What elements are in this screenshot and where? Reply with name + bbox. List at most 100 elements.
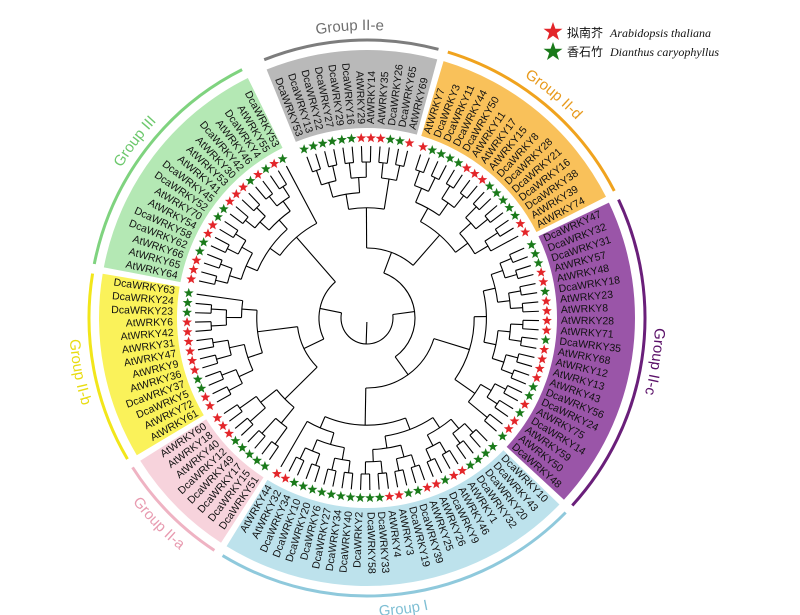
branch xyxy=(254,435,266,449)
green-star-icon xyxy=(487,441,498,451)
branch xyxy=(311,463,320,468)
branch xyxy=(494,228,501,237)
branch xyxy=(484,240,492,252)
green-star-icon xyxy=(261,163,271,174)
branch xyxy=(372,444,401,451)
branch xyxy=(208,378,224,386)
branch xyxy=(365,321,368,345)
leaf-label: DcaWRKY2 xyxy=(351,511,365,568)
branch xyxy=(228,382,243,392)
branch xyxy=(494,383,507,390)
branch xyxy=(392,310,415,316)
green-star-icon xyxy=(346,133,357,143)
branch xyxy=(280,407,295,424)
branch xyxy=(519,283,536,288)
tree-branches xyxy=(195,146,539,490)
branch xyxy=(212,386,228,395)
branch xyxy=(223,404,238,415)
branch xyxy=(195,329,212,332)
red-star-icon xyxy=(537,354,548,364)
branch xyxy=(211,308,227,311)
branch xyxy=(509,247,525,256)
red-star-icon xyxy=(375,133,386,143)
green-star-icon xyxy=(514,407,525,418)
leaf-label: DcaWRKY23 xyxy=(111,304,173,318)
branch xyxy=(414,184,429,192)
branch xyxy=(269,446,279,460)
green-star-icon xyxy=(528,381,539,392)
branch xyxy=(386,147,390,164)
branch xyxy=(423,157,430,173)
branch xyxy=(199,354,216,360)
green-star-icon xyxy=(403,487,414,498)
branch xyxy=(214,276,218,285)
branch xyxy=(359,473,362,490)
arc-group-iii xyxy=(92,68,243,265)
branch xyxy=(419,207,429,222)
red-star-icon xyxy=(200,392,211,402)
branch xyxy=(491,269,503,276)
branch xyxy=(340,312,394,345)
branch xyxy=(484,215,491,223)
leaf-label: AtWRKY71 xyxy=(560,325,614,341)
branch xyxy=(519,286,522,296)
red-star-icon xyxy=(365,132,376,143)
branch xyxy=(434,458,443,474)
branch xyxy=(211,338,215,347)
branch xyxy=(282,200,291,212)
branch xyxy=(247,352,263,359)
branch xyxy=(202,362,218,369)
branch xyxy=(483,287,496,292)
branch xyxy=(221,369,237,376)
branch xyxy=(274,427,288,445)
branch xyxy=(279,222,318,256)
branch xyxy=(490,212,504,223)
branch xyxy=(464,423,474,433)
branch xyxy=(315,453,321,466)
branch xyxy=(235,233,247,241)
branch xyxy=(499,262,506,279)
red-star-icon xyxy=(519,399,530,409)
branch xyxy=(262,180,274,195)
branch xyxy=(396,454,412,460)
branch xyxy=(484,420,497,432)
band-group-iii xyxy=(103,77,283,283)
branch xyxy=(234,417,248,429)
branch xyxy=(299,447,306,460)
green-star-icon xyxy=(244,449,255,459)
branch xyxy=(499,258,512,264)
green-star-icon xyxy=(484,181,495,191)
branch xyxy=(395,148,400,165)
branch xyxy=(456,445,467,460)
branch xyxy=(504,273,517,279)
green-star-icon xyxy=(277,153,288,164)
branch xyxy=(509,338,522,342)
branch xyxy=(394,471,399,488)
branch xyxy=(296,236,336,283)
red-star-icon xyxy=(520,227,531,237)
red-star-icon xyxy=(182,317,192,327)
band-group-ii-b xyxy=(99,273,204,456)
svg-text:Group I: Group I xyxy=(378,597,429,615)
branch xyxy=(484,232,498,242)
leaf-label: DcaWRKY24 xyxy=(112,290,175,307)
branch xyxy=(331,457,336,471)
branch xyxy=(505,354,518,359)
species-markers xyxy=(182,132,552,503)
branch xyxy=(432,417,441,429)
branch xyxy=(383,272,416,358)
branch xyxy=(257,326,298,333)
branch xyxy=(241,246,253,254)
green-star-icon xyxy=(504,202,515,213)
red-star-icon xyxy=(531,372,542,383)
branch xyxy=(239,395,257,409)
group-arcs xyxy=(87,38,647,598)
green-star-icon xyxy=(307,484,318,494)
leaf-label: AtWRKY4 xyxy=(385,510,403,559)
green-star-icon xyxy=(524,390,535,401)
green-star-icon xyxy=(182,297,193,307)
branch xyxy=(324,416,406,426)
branch xyxy=(508,290,521,294)
green-star-icon xyxy=(299,144,310,154)
